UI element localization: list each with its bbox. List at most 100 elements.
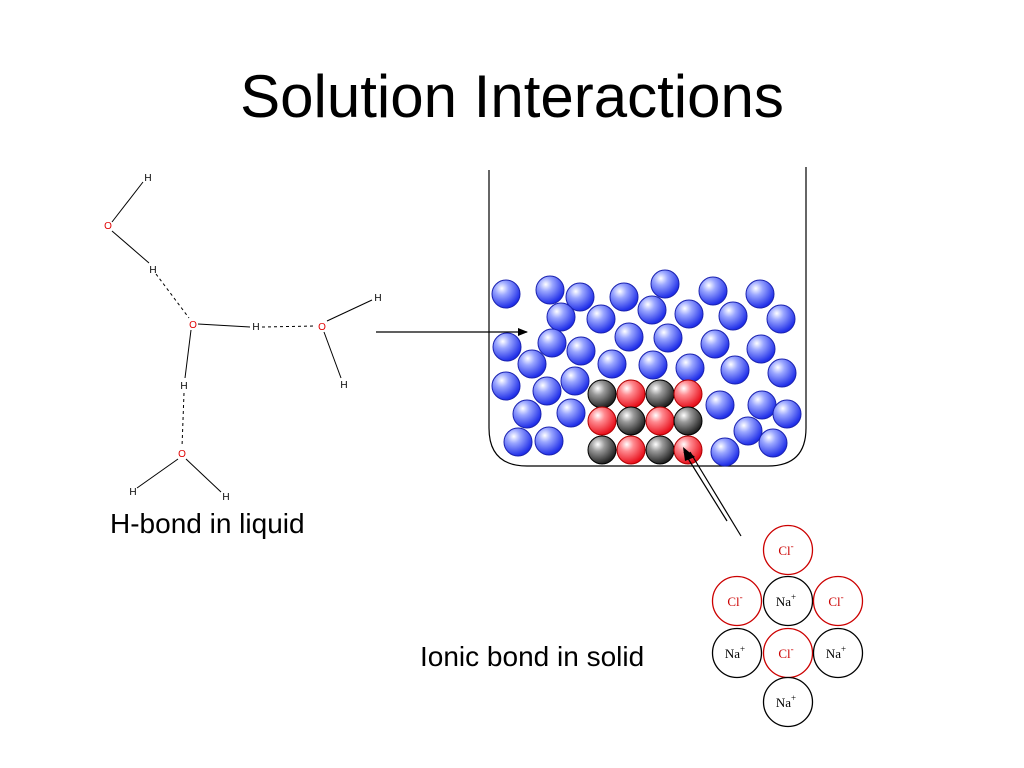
water-particle <box>546 302 576 332</box>
sodium-particle <box>645 435 675 465</box>
oxygen-label: O <box>104 221 112 232</box>
ion-ring <box>812 627 864 679</box>
particle-group <box>491 269 802 467</box>
sodium-ion: Na+ <box>711 627 763 679</box>
water-particle <box>586 304 616 334</box>
water-particle <box>700 329 730 359</box>
ion-ring <box>762 524 814 576</box>
hydrogen-label: H <box>129 487 136 498</box>
ion-ring <box>812 575 864 627</box>
chloride-particle <box>616 435 646 465</box>
hydrogen-label: H <box>222 492 229 503</box>
water-particle <box>733 416 763 446</box>
chloride-particle <box>587 406 617 436</box>
oxygen-label: O <box>318 322 326 333</box>
chloride-label: Cl- <box>828 592 843 609</box>
water-particle <box>532 376 562 406</box>
chloride-particle <box>645 406 675 436</box>
water-particle <box>491 371 521 401</box>
ionic-lattice: Cl-Cl-Na+Cl-Na+Cl-Na+Na+ <box>711 524 864 728</box>
water-particle <box>747 390 777 420</box>
charge-label: + <box>740 644 745 654</box>
chloride-ion: Cl- <box>762 627 814 679</box>
sodium-ion: Na+ <box>762 676 814 728</box>
ion-ring <box>711 575 763 627</box>
sodium-particle <box>645 379 675 409</box>
covalent-bond <box>323 331 342 379</box>
slide-title: Solution Interactions <box>240 63 784 130</box>
water-particle <box>512 399 542 429</box>
charge-label: - <box>791 541 794 551</box>
hbond-caption: H-bond in liquid <box>110 508 305 539</box>
water-particle <box>767 358 797 388</box>
water-particle <box>650 269 680 299</box>
beaker <box>488 167 807 467</box>
chloride-label: Cl- <box>727 592 742 609</box>
water-particle <box>698 276 728 306</box>
ion-ring <box>762 676 814 728</box>
atom-labels: H O H O H O H H H O H H <box>104 173 382 503</box>
water-particle <box>560 366 590 396</box>
water-particle <box>556 398 586 428</box>
water-particle <box>746 334 776 364</box>
ionic-caption: Ionic bond in solid <box>420 641 645 672</box>
sodium-particle <box>616 406 646 436</box>
chloride-ion: Cl- <box>812 575 864 627</box>
sodium-ion: Na+ <box>762 575 814 627</box>
sodium-ion: Na+ <box>812 627 864 679</box>
hydrogen-bond <box>261 325 317 328</box>
chloride-particle <box>616 379 646 409</box>
water-particle <box>638 350 668 380</box>
water-particle <box>534 426 564 456</box>
water-particle <box>772 399 802 429</box>
charge-label: - <box>791 644 794 654</box>
water-particle <box>535 275 565 305</box>
water-particle <box>758 428 788 458</box>
chloride-particle <box>673 379 703 409</box>
water-particle <box>718 301 748 331</box>
hydrogen-label: H <box>144 173 151 184</box>
oxygen-label: O <box>178 449 186 460</box>
water-particle <box>675 353 705 383</box>
water-particle <box>609 282 639 312</box>
water-particle <box>766 304 796 334</box>
hydrogen-bond <box>181 392 185 448</box>
covalent-bond <box>136 458 179 489</box>
water-particle <box>745 279 775 309</box>
water-particle <box>705 390 735 420</box>
covalent-bond <box>326 299 373 322</box>
covalent-bond <box>184 329 192 379</box>
water-particle <box>674 299 704 329</box>
chloride-label: Cl- <box>778 644 793 661</box>
ion-ring <box>762 575 814 627</box>
water-particle <box>637 295 667 325</box>
hydrogen-label: H <box>180 381 187 392</box>
water-network <box>111 181 373 493</box>
arrow-to-solid <box>683 447 742 537</box>
water-particle <box>565 282 595 312</box>
water-particle <box>597 349 627 379</box>
water-particle <box>710 437 740 467</box>
hydrogen-bond <box>155 273 190 319</box>
water-particle <box>503 427 533 457</box>
covalent-bond <box>197 323 251 328</box>
covalent-bond <box>111 230 150 264</box>
charge-label: + <box>791 693 796 703</box>
covalent-bond <box>111 181 144 223</box>
water-particle <box>566 336 596 366</box>
water-particle <box>720 355 750 385</box>
water-particle <box>517 349 547 379</box>
oxygen-label: O <box>189 320 197 331</box>
charge-label: + <box>791 592 796 602</box>
hydrogen-label: H <box>374 293 381 304</box>
water-particle <box>537 328 567 358</box>
sodium-particle <box>587 379 617 409</box>
chloride-ion: Cl- <box>711 575 763 627</box>
chloride-ion: Cl- <box>762 524 814 576</box>
charge-label: - <box>740 592 743 602</box>
water-particle <box>491 279 521 309</box>
charge-label: - <box>841 592 844 602</box>
water-particle <box>614 322 644 352</box>
